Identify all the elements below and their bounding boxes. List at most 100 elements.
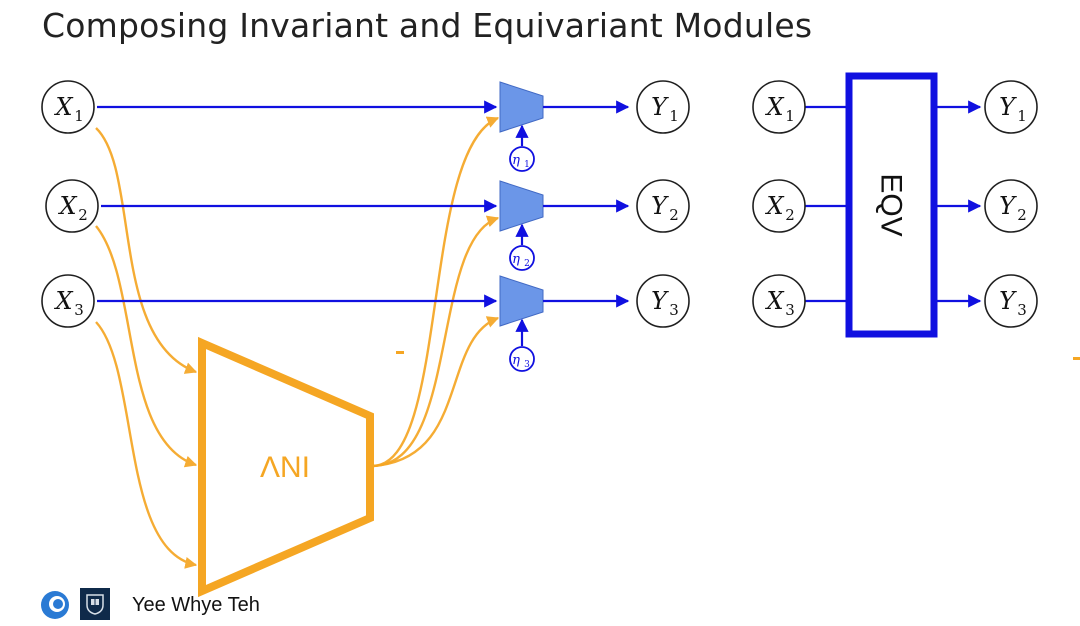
eta-2-letter: η [512, 252, 520, 267]
eqv-x1-letter: X [764, 93, 784, 121]
x2-to-inv-curve [95, 225, 198, 468]
svg-text:η: η [512, 353, 520, 368]
x2-letter: X [57, 192, 77, 220]
output-node-y3: Y 3 [636, 274, 690, 328]
svg-text:1: 1 [669, 107, 679, 125]
svg-text:2: 2 [524, 259, 530, 269]
y2-letter: Y [651, 192, 669, 220]
svg-text:3: 3 [669, 301, 679, 319]
eqv-x1-subscript: 1 [785, 107, 795, 125]
inv-trapezoid [198, 336, 374, 598]
x3-subscript: 3 [74, 301, 84, 319]
svg-text:η: η [512, 153, 520, 168]
eqv-rectangle [845, 72, 938, 338]
module-1 [499, 81, 544, 133]
y3-letter: Y [651, 287, 669, 315]
stray-mark-right [1073, 357, 1080, 360]
x3-to-inv-curve [95, 321, 198, 569]
eqv-input-node-x3: X 3 [752, 274, 806, 328]
eta-node-1: η 1 [509, 146, 535, 172]
input-node-x2: X 2 [45, 179, 99, 233]
svg-text:1: 1 [785, 107, 795, 125]
svg-text:3: 3 [785, 301, 795, 319]
module-2 [499, 180, 544, 232]
inv-to-module-connections [371, 116, 500, 468]
input-to-module-connections [97, 100, 498, 308]
svg-text:2: 2 [785, 206, 795, 224]
eqv-y1-subscript: 1 [1017, 107, 1027, 125]
svg-text:3: 3 [524, 360, 530, 370]
svg-text:Y: Y [651, 93, 669, 121]
eqv-label: EQV [875, 173, 908, 236]
eta-node-2: η 2 [509, 245, 535, 271]
author-name: Yee Whye Teh [132, 594, 260, 616]
eqv-x2-subscript: 2 [785, 206, 795, 224]
inv-label: INV [260, 450, 310, 483]
svg-text:1: 1 [1017, 107, 1027, 125]
eqv-x3-letter: X [764, 287, 784, 315]
input-node-x1: X 1 [41, 80, 95, 134]
svg-text:Y: Y [651, 192, 669, 220]
output-node-y1: Y 1 [636, 80, 690, 134]
y1-subscript: 1 [669, 107, 679, 125]
inv-block: INV [198, 336, 374, 598]
svg-text:3: 3 [1017, 301, 1027, 319]
x2-subscript: 2 [78, 206, 88, 224]
x1-to-inv-curve [95, 127, 198, 374]
deepmind-logo-icon [41, 591, 69, 619]
svg-text:2: 2 [669, 206, 679, 224]
svg-text:1: 1 [524, 160, 530, 170]
oxford-crest-icon [80, 588, 110, 620]
inv-to-module-3-curve [371, 316, 500, 468]
eqv-y1-letter: Y [999, 93, 1017, 121]
x1-letter: X [53, 93, 73, 121]
eqv-output-node-y3: Y 3 [984, 274, 1038, 328]
eqv-block: EQV [805, 72, 982, 338]
svg-text:2: 2 [1017, 206, 1027, 224]
module-to-output-connections [543, 100, 630, 308]
svg-text:X: X [764, 93, 784, 121]
y1-letter: Y [651, 93, 669, 121]
eqv-y2-letter: Y [999, 192, 1017, 220]
svg-text:X: X [57, 192, 77, 220]
eqv-x3-subscript: 3 [785, 301, 795, 319]
svg-text:Y: Y [651, 287, 669, 315]
inv-to-module-1-curve [371, 116, 500, 468]
eta-2-subscript: 2 [524, 259, 530, 269]
x3-letter: X [53, 287, 73, 315]
input-to-inv-connections [95, 127, 198, 569]
eqv-input-node-x1: X 1 [752, 80, 806, 134]
eta-3-letter: η [512, 353, 520, 368]
eqv-x2-letter: X [764, 192, 784, 220]
stray-mark-center [396, 351, 404, 354]
eta-1-subscript: 1 [524, 160, 530, 170]
eqv-output-node-y1: Y 1 [984, 80, 1038, 134]
eta-1-letter: η [512, 153, 520, 168]
svg-text:2: 2 [78, 206, 88, 224]
svg-text:Y: Y [999, 287, 1017, 315]
svg-text:Y: Y [999, 93, 1017, 121]
y3-subscript: 3 [669, 301, 679, 319]
slide-title: Composing Invariant and Equivariant Modu… [42, 6, 813, 45]
eta-3-subscript: 3 [524, 360, 530, 370]
svg-text:Y: Y [999, 192, 1017, 220]
y2-subscript: 2 [669, 206, 679, 224]
svg-text:η: η [512, 252, 520, 267]
eqv-y3-subscript: 3 [1017, 301, 1027, 319]
input-node-x3: X 3 [41, 274, 95, 328]
svg-text:1: 1 [74, 107, 84, 125]
eta-node-3: η 3 [509, 346, 535, 372]
modules [499, 81, 544, 327]
svg-text:X: X [764, 192, 784, 220]
module-3 [499, 275, 544, 327]
eqv-input-node-x2: X 2 [752, 179, 806, 233]
x1-subscript: 1 [74, 107, 84, 125]
svg-text:X: X [764, 287, 784, 315]
output-node-y2: Y 2 [636, 179, 690, 233]
eqv-y2-subscript: 2 [1017, 206, 1027, 224]
eqv-y3-letter: Y [999, 287, 1017, 315]
svg-text:X: X [53, 287, 73, 315]
svg-text:X: X [53, 93, 73, 121]
inv-to-module-2-curve [371, 215, 500, 468]
